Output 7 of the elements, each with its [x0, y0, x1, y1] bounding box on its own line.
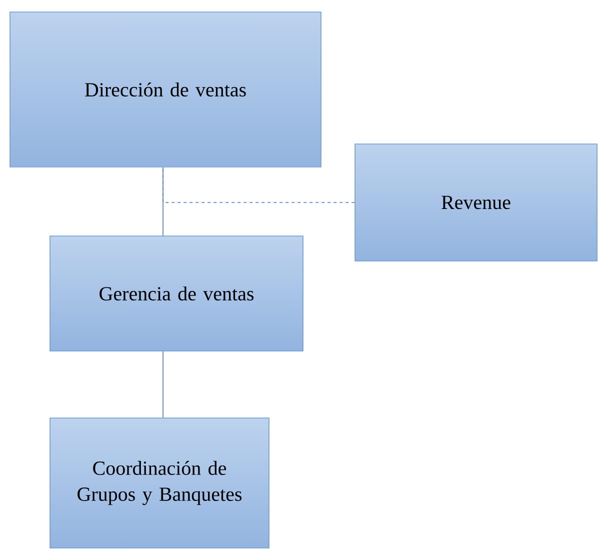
connector-line	[162, 351, 164, 418]
org-box: Coordinación de Grupos y Banquetes	[50, 418, 270, 548]
org-box: Dirección de ventas	[10, 12, 322, 168]
org-box: Revenue	[354, 144, 598, 262]
connector-line	[162, 167, 355, 203]
connector-line	[162, 167, 164, 236]
org-box: Gerencia de ventas	[50, 236, 304, 352]
